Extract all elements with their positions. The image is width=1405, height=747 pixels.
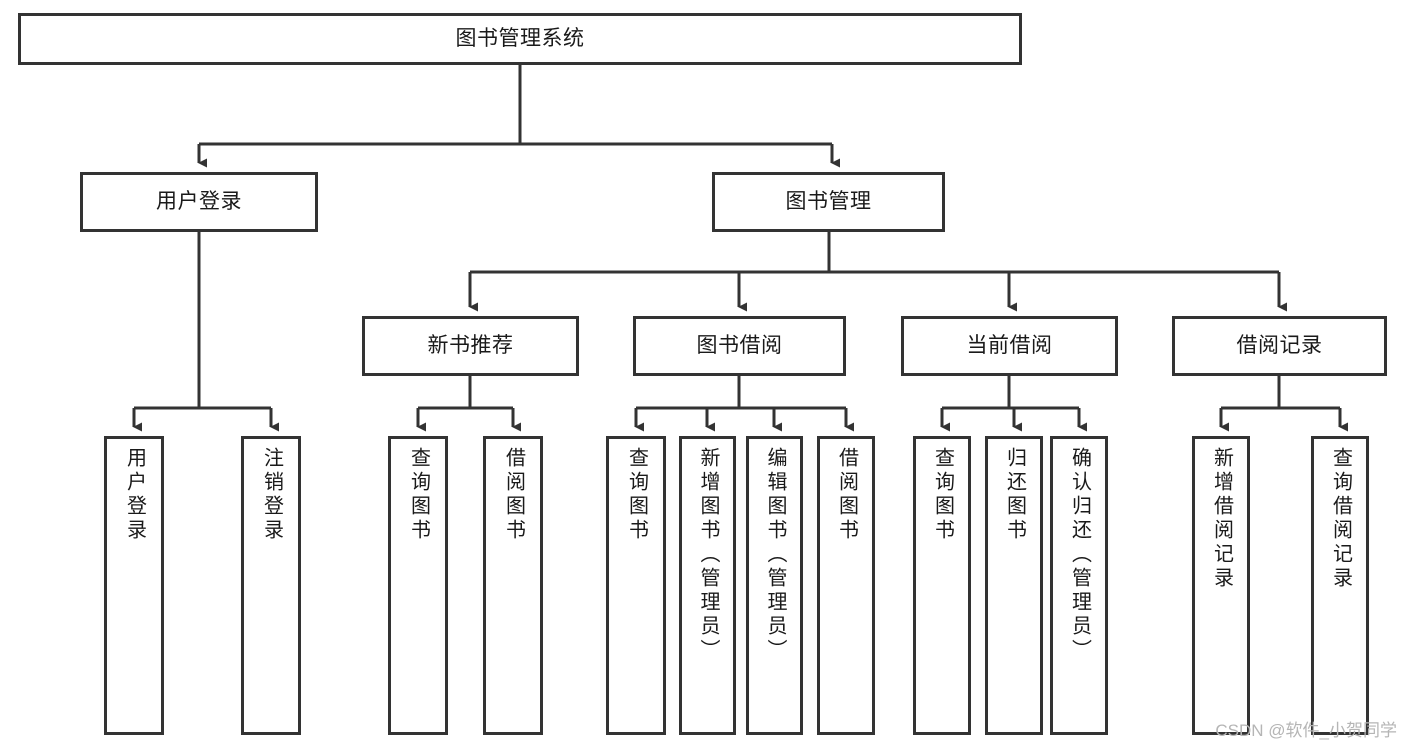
node-leaf-query-book-2-label: 查询图书 <box>625 447 648 543</box>
node-leaf-edit-book-admin-label: 编辑图书（管理员） <box>764 447 786 663</box>
node-leaf-query-borrow-record[interactable]: 查询借阅记录 <box>1311 436 1369 735</box>
node-leaf-confirm-return-admin[interactable]: 确认归还（管理员） <box>1050 436 1108 735</box>
node-leaf-return-book[interactable]: 归还图书 <box>985 436 1043 735</box>
node-borrow-record[interactable]: 借阅记录 <box>1172 316 1387 376</box>
node-new-book-recommend-label: 新书推荐 <box>427 334 514 358</box>
node-leaf-return-book-label: 归还图书 <box>1003 447 1026 543</box>
node-leaf-query-borrow-record-label: 查询借阅记录 <box>1329 447 1352 591</box>
node-leaf-query-book-3-label: 查询图书 <box>931 447 954 543</box>
node-current-borrow-label: 当前借阅 <box>966 334 1053 358</box>
watermark-text: CSDN @软件_小贺同学 <box>1215 721 1397 740</box>
node-leaf-add-book-admin-label: 新增图书（管理员） <box>697 447 719 663</box>
node-book-borrow[interactable]: 图书借阅 <box>633 316 846 376</box>
node-leaf-user-login[interactable]: 用户登录 <box>104 436 164 735</box>
node-leaf-confirm-return-admin-label: 确认归还（管理员） <box>1068 447 1091 663</box>
node-leaf-query-book-1[interactable]: 查询图书 <box>388 436 448 735</box>
node-root-label: 图书管理系统 <box>455 27 585 51</box>
node-borrow-record-label: 借阅记录 <box>1236 334 1323 358</box>
node-leaf-add-borrow-record-label: 新增借阅记录 <box>1210 447 1233 591</box>
node-leaf-borrow-book-1-label: 借阅图书 <box>502 447 525 543</box>
node-book-management-label: 图书管理 <box>785 190 872 214</box>
node-leaf-edit-book-admin[interactable]: 编辑图书（管理员） <box>746 436 803 735</box>
node-leaf-add-book-admin[interactable]: 新增图书（管理员） <box>679 436 736 735</box>
node-leaf-borrow-book-2[interactable]: 借阅图书 <box>817 436 875 735</box>
node-book-management[interactable]: 图书管理 <box>712 172 945 232</box>
node-leaf-borrow-book-1[interactable]: 借阅图书 <box>483 436 543 735</box>
node-leaf-borrow-book-2-label: 借阅图书 <box>835 447 858 543</box>
node-root[interactable]: 图书管理系统 <box>18 13 1022 65</box>
node-leaf-query-book-1-label: 查询图书 <box>407 447 430 543</box>
node-user-login[interactable]: 用户登录 <box>80 172 318 232</box>
node-leaf-user-login-label: 用户登录 <box>123 447 146 543</box>
node-current-borrow[interactable]: 当前借阅 <box>901 316 1118 376</box>
node-new-book-recommend[interactable]: 新书推荐 <box>362 316 579 376</box>
node-leaf-query-book-3[interactable]: 查询图书 <box>913 436 971 735</box>
node-user-login-label: 用户登录 <box>156 190 242 214</box>
node-book-borrow-label: 图书借阅 <box>696 334 783 358</box>
node-leaf-add-borrow-record[interactable]: 新增借阅记录 <box>1192 436 1250 735</box>
node-leaf-query-book-2[interactable]: 查询图书 <box>606 436 666 735</box>
node-leaf-logout[interactable]: 注销登录 <box>241 436 301 735</box>
node-leaf-logout-label: 注销登录 <box>260 447 283 543</box>
